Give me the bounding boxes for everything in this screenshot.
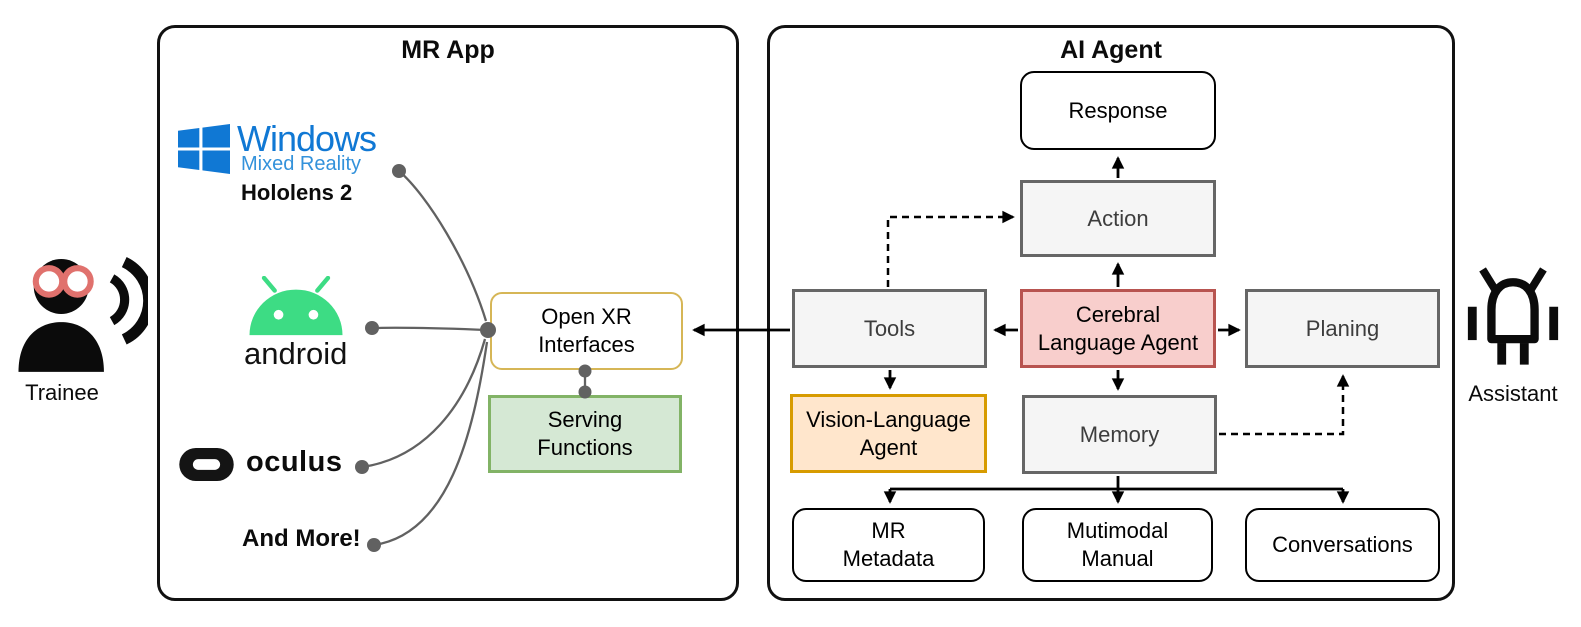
robot-left-leg [1497, 343, 1507, 365]
android-robot-head-icon [249, 276, 343, 336]
glasses-right-lens [61, 265, 94, 298]
node-mutimodal-manual: Mutimodal Manual [1022, 508, 1213, 582]
sound-wave-large [121, 257, 148, 345]
trainee-icon [18, 257, 148, 372]
assistant-robot-icon [1467, 267, 1559, 365]
node-serving-functions: Serving Functions [488, 395, 682, 473]
node-memory: Memory [1022, 395, 1217, 474]
ai-agent-title: AI Agent [1060, 36, 1162, 64]
windows-flag-icon [178, 124, 230, 174]
mixed-reality-wordmark: Mixed Reality [241, 153, 362, 175]
trainee-label: Trainee [25, 380, 99, 405]
windows-wordmark: Windows [237, 118, 377, 159]
node-vision-language-agent: Vision-Language Agent [790, 394, 987, 473]
robot-right-leg [1519, 343, 1529, 365]
robot-body [1487, 278, 1539, 344]
node-planing: Planing [1245, 289, 1440, 368]
oculus-wordmark: oculus [246, 446, 343, 478]
and-more-label: And More! [242, 525, 361, 552]
node-conversations: Conversations [1245, 508, 1440, 582]
node-tools: Tools [792, 289, 987, 368]
assistant-label: Assistant [1468, 381, 1558, 406]
node-cerebral-language-agent: Cerebral Language Agent [1020, 289, 1216, 368]
hololens-2-label: Hololens 2 [241, 180, 353, 205]
robot-left-arm [1467, 306, 1477, 341]
node-action: Action [1020, 180, 1216, 257]
node-open-xr-interfaces: Open XR Interfaces [490, 292, 683, 370]
mr-app-title: MR App [401, 36, 495, 64]
sound-wave-small [109, 274, 130, 326]
node-response: Response [1020, 71, 1216, 150]
robot-right-arm [1549, 306, 1559, 341]
android-wordmark: android [244, 336, 348, 371]
oculus-oval-icon [179, 447, 234, 482]
trainee-shoulders [18, 322, 104, 372]
glasses-left-lens [32, 265, 66, 298]
node-mr-metadata: MR Metadata [792, 508, 985, 582]
